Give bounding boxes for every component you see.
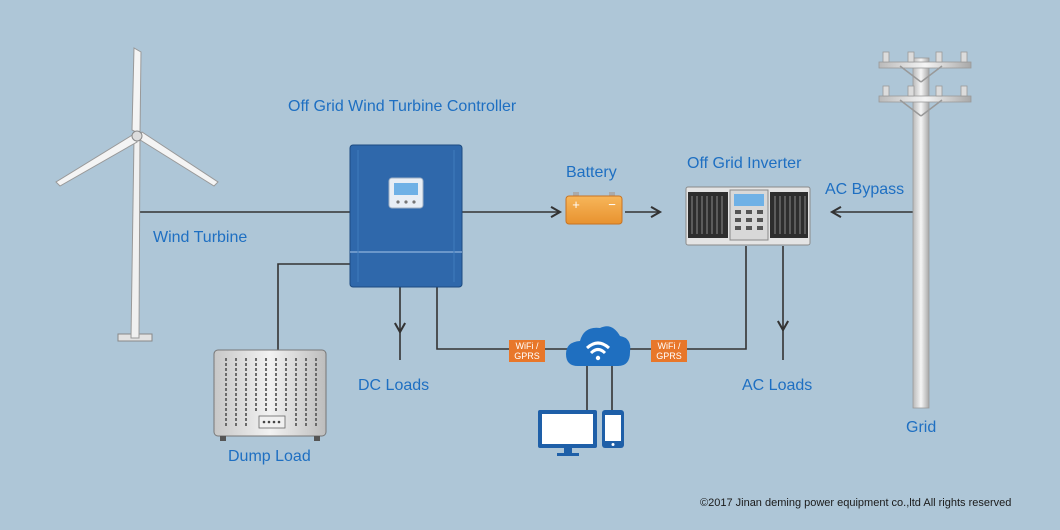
cloud-wifi-icon bbox=[566, 326, 631, 366]
grid-label: Grid bbox=[906, 419, 937, 436]
inverter-icon bbox=[685, 186, 811, 246]
wifi-tag-line2: GPRS bbox=[514, 351, 540, 361]
battery-label: Battery bbox=[566, 164, 617, 181]
wifi-gprs-tag-right: WiFi / GPRS bbox=[651, 340, 687, 362]
dump-load-icon bbox=[213, 349, 327, 441]
wifi-gprs-tag-left: WiFi / GPRS bbox=[509, 340, 545, 362]
wind-turbine-icon bbox=[55, 47, 219, 342]
wifi-tag-line1: WiFi / bbox=[515, 341, 539, 351]
utility-pole-icon bbox=[878, 51, 972, 409]
monitor-icon bbox=[538, 410, 597, 456]
wifi-tag-line1: WiFi / bbox=[657, 341, 681, 351]
wire-controller-dumpload bbox=[277, 263, 352, 350]
battery-plus: + bbox=[572, 197, 580, 212]
phone-icon bbox=[602, 410, 624, 448]
dc-loads-label: DC Loads bbox=[358, 377, 430, 394]
ac-loads-label: AC Loads bbox=[742, 377, 813, 394]
controller-label: Off Grid Wind Turbine Controller bbox=[288, 98, 517, 115]
wind-turbine-label: Wind Turbine bbox=[153, 229, 248, 246]
copyright-notice: ©2017 Jinan deming power equipment co.,l… bbox=[700, 497, 1012, 509]
wifi-tag-line2: GPRS bbox=[656, 351, 682, 361]
dump-load-label: Dump Load bbox=[228, 448, 311, 465]
battery-icon: + − bbox=[565, 192, 623, 225]
ac-bypass-label: AC Bypass bbox=[825, 181, 905, 198]
wire-inverter-cloud bbox=[628, 246, 747, 350]
battery-minus: − bbox=[608, 197, 616, 212]
controller-icon bbox=[349, 144, 463, 288]
inverter-label: Off Grid Inverter bbox=[687, 155, 802, 172]
wire-controller-cloud bbox=[436, 286, 568, 350]
